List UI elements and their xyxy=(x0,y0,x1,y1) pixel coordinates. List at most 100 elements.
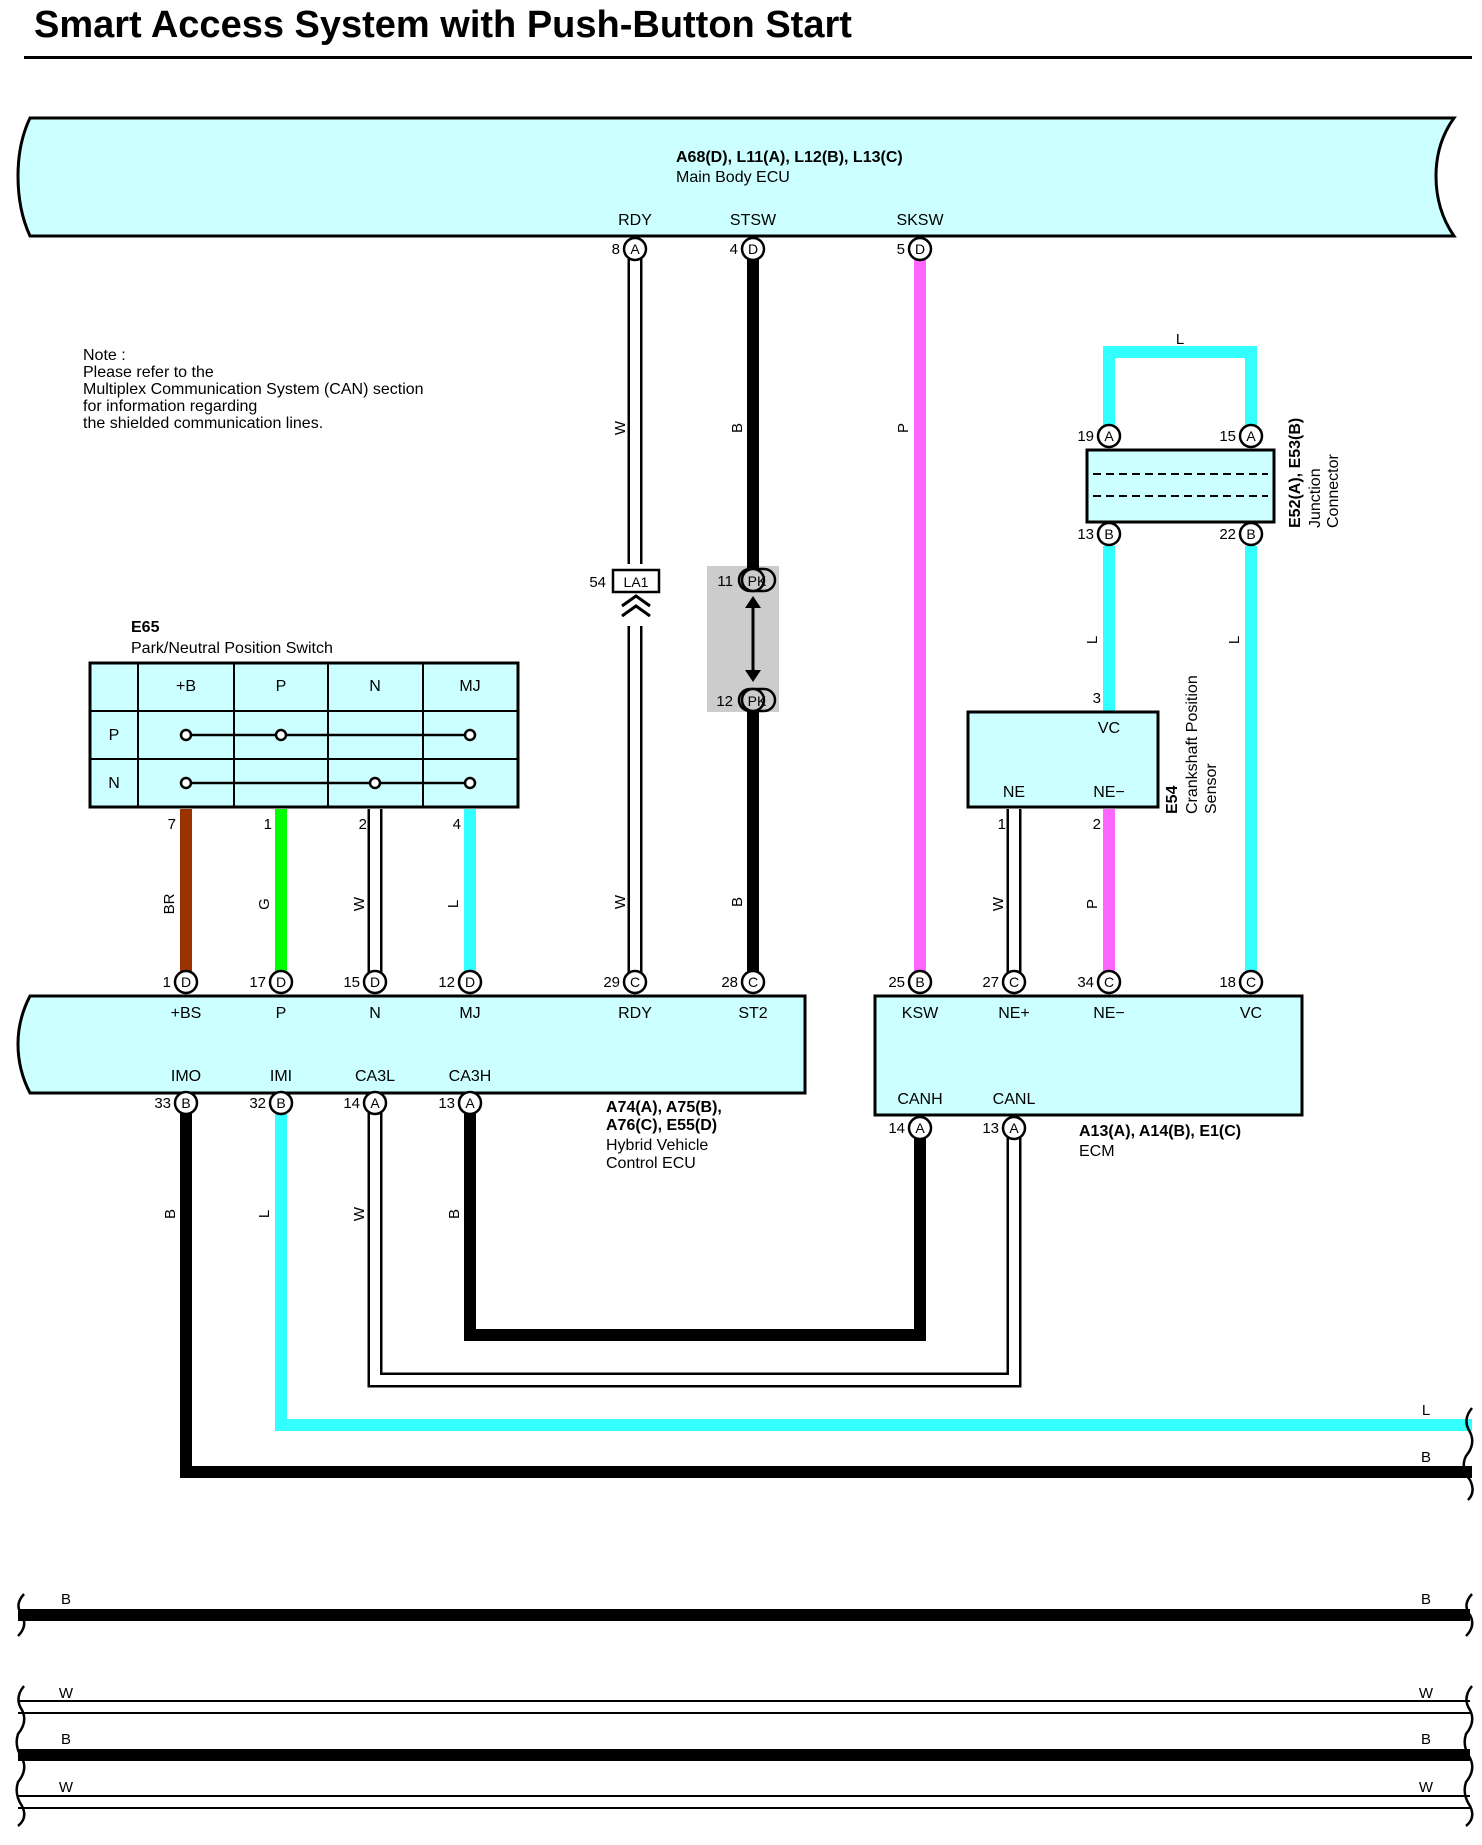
wire-color-imo: B xyxy=(162,1209,179,1219)
ecm-pin-label-neminus: NE− xyxy=(1093,1005,1125,1022)
jc-pin-num-22: 22 xyxy=(1219,526,1236,543)
hv-pin-num-28: 28 xyxy=(721,974,738,991)
mb-pin-num-8: 8 xyxy=(612,241,620,258)
ecm-pin-conn-13: A xyxy=(1009,1120,1019,1136)
ecm-pin-num-34: 34 xyxy=(1077,974,1094,991)
ecm-pin-conn-25: B xyxy=(915,974,924,990)
hv-pin-conn-17: D xyxy=(276,974,286,990)
ecm-pin-label-canh: CANH xyxy=(897,1091,942,1108)
hv-ecu-code-1: A74(A), A75(B), xyxy=(606,1099,722,1116)
jc-pin-conn-19: A xyxy=(1104,428,1114,444)
pn-pin-4: 4 xyxy=(453,816,461,833)
ecm-pin-num-14: 14 xyxy=(888,1120,905,1137)
ecm-pin-label-vc: VC xyxy=(1240,1005,1262,1022)
junction-connector-code: E52(A), E53(B) xyxy=(1287,418,1304,528)
crank-terminal-vc: VC xyxy=(1098,720,1120,737)
jc-pin-conn-13: B xyxy=(1104,526,1113,542)
hv-ecu-box xyxy=(16,994,807,1095)
lower-break-left-1 xyxy=(17,1593,26,1637)
hv-ecu-pin-label-ca3l: CA3L xyxy=(355,1068,395,1085)
lower-label-b2-left: B xyxy=(61,1731,71,1748)
wire-color-pn-bs: BR xyxy=(161,893,178,914)
hv-pin-conn-32: B xyxy=(276,1095,285,1111)
hv-ecu-pin-label-rdy: RDY xyxy=(618,1005,652,1022)
main-body-ecu-pin-label-sksw: SKSW xyxy=(896,212,944,229)
pk-bottom-pin: 12 xyxy=(716,693,733,710)
la1-connector xyxy=(611,568,661,594)
lower-label-b1-right: B xyxy=(1421,1591,1431,1608)
main-body-ecu-box xyxy=(16,116,1457,238)
junction-connector-name-1: Junction xyxy=(1307,468,1324,528)
wire-color-ne-minus: P xyxy=(1084,899,1101,909)
hv-pin-num-17: 17 xyxy=(249,974,266,991)
hv-ecu-pin-label-mj: MJ xyxy=(459,1005,480,1022)
ecm-pin-label-canl: CANL xyxy=(993,1091,1036,1108)
ecm-pin-num-13: 13 xyxy=(982,1120,999,1137)
lower-label-b2-right: B xyxy=(1421,1731,1431,1748)
hv-pin-num-14: 14 xyxy=(343,1095,360,1112)
crank-sensor-box xyxy=(966,710,1160,809)
wire-color-pn-n: W xyxy=(351,896,368,911)
continuation-break-upper xyxy=(1462,1407,1474,1501)
hv-pin-conn-28: C xyxy=(748,974,758,990)
lower-break-right-1 xyxy=(1465,1593,1474,1637)
wire-color-ca3l: W xyxy=(351,1206,368,1221)
ecm-pin-label-neplus: NE+ xyxy=(998,1005,1030,1022)
continuation-upper-l: L xyxy=(1422,1402,1430,1419)
ecm-pin-label-ksw: KSW xyxy=(902,1005,939,1022)
note-line-1: Note : xyxy=(83,347,126,364)
note-line-4: for information regarding xyxy=(83,398,257,415)
crank-terminal-ne: NE xyxy=(1003,784,1025,801)
hv-ecu-pin-label-p: P xyxy=(276,1005,287,1022)
hv-pin-num-33: 33 xyxy=(154,1095,171,1112)
jc-pin-conn-15: A xyxy=(1246,428,1256,444)
pn-switch-contacts xyxy=(179,728,477,790)
pn-switch-code: E65 xyxy=(131,619,160,636)
hv-pin-num-32: 32 xyxy=(249,1095,266,1112)
crank-pin-1: 1 xyxy=(998,816,1006,833)
ecm-name: ECM xyxy=(1079,1143,1115,1160)
note-line-2: Please refer to the xyxy=(83,364,214,381)
hv-ecu-name-2: Control ECU xyxy=(606,1155,696,1172)
la1-connector-name: LA1 xyxy=(624,574,649,590)
note-line-5: the shielded communication lines. xyxy=(83,415,323,432)
pk-bottom-name: PK xyxy=(748,693,767,709)
lower-label-w2-right: W xyxy=(1419,1779,1434,1796)
wire-color-jc-left: L xyxy=(1084,636,1101,644)
hv-ecu-pin-label-bs: +BS xyxy=(171,1005,202,1022)
pk-top-name: PK xyxy=(748,573,767,589)
wire-color-stsw-upper: B xyxy=(729,423,746,433)
wire-color-rdy-upper: W xyxy=(612,420,629,435)
hv-ecu-pin-label-ca3h: CA3H xyxy=(449,1068,492,1085)
mb-pin-conn-5: D xyxy=(915,241,925,257)
crank-pin-2: 2 xyxy=(1093,816,1101,833)
wire-color-jc-loop: L xyxy=(1176,331,1184,348)
wire-color-ne-plus: W xyxy=(990,896,1007,911)
wire-color-stsw-lower: B xyxy=(729,897,746,907)
wire-ca3l xyxy=(367,1112,1022,1388)
crank-pin-3: 3 xyxy=(1093,690,1101,707)
pk-top-connector xyxy=(737,567,777,593)
ecm-box xyxy=(873,994,1304,1117)
continuation-upper-b: B xyxy=(1421,1449,1431,1466)
main-body-ecu-pin-label-stsw: STSW xyxy=(730,212,777,229)
ecm-code: A13(A), A14(B), E1(C) xyxy=(1079,1123,1241,1140)
hv-pin-conn-12: D xyxy=(465,974,475,990)
jc-pin-num-15: 15 xyxy=(1219,428,1236,445)
hv-ecu-pin-label-imi: IMI xyxy=(270,1068,292,1085)
wire-jc-loop xyxy=(1103,346,1257,436)
jc-pin-num-13: 13 xyxy=(1077,526,1094,543)
note-line-3: Multiplex Communication System (CAN) sec… xyxy=(83,381,424,398)
junction-connector-box xyxy=(1085,448,1276,524)
hv-pin-num-29: 29 xyxy=(603,974,620,991)
pn-pin-2: 2 xyxy=(359,816,367,833)
mb-pin-num-4: 4 xyxy=(730,241,738,258)
jc-pin-num-19: 19 xyxy=(1077,428,1094,445)
lower-label-b1-left: B xyxy=(61,1591,71,1608)
ecm-pin-num-18: 18 xyxy=(1219,974,1236,991)
hv-ecu-pin-label-n: N xyxy=(369,1005,381,1022)
wire-imi xyxy=(275,1112,1472,1431)
pin-circles xyxy=(173,236,1264,1141)
pn-col-bplus: +B xyxy=(176,678,196,695)
